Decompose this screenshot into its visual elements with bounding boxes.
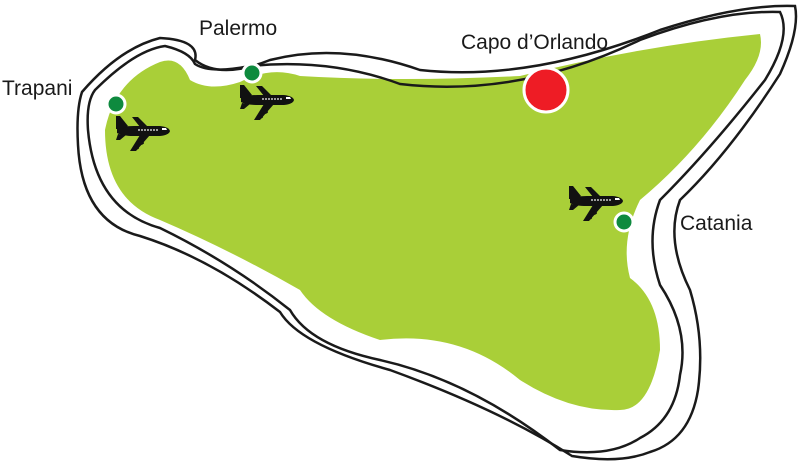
- coastline-outer: [76, 4, 798, 461]
- city-label-capo-dorlando: Capo d’Orlando: [461, 31, 609, 54]
- airport-marker-catania[interactable]: [613, 211, 635, 233]
- airport-marker-palermo[interactable]: [241, 62, 263, 84]
- island-land: [105, 34, 761, 411]
- airport-marker-trapani[interactable]: [105, 93, 127, 115]
- city-label-trapani: Trapani: [2, 77, 73, 100]
- destination-marker-capo-dorlando[interactable]: [522, 66, 570, 114]
- coastline-inner: [86, 10, 785, 454]
- city-label-catania: Catania: [680, 212, 753, 235]
- city-label-palermo: Palermo: [199, 17, 278, 40]
